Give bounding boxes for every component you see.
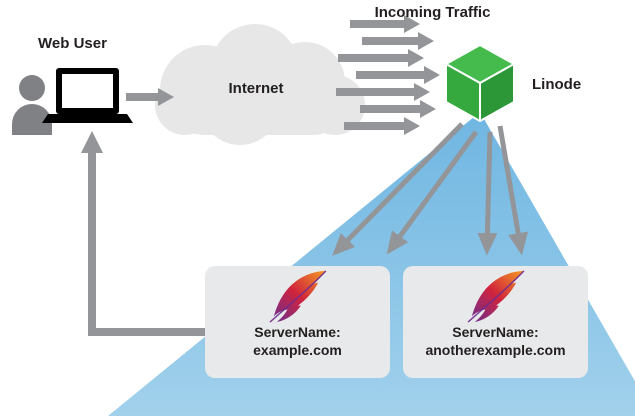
linode-label: Linode xyxy=(532,76,582,93)
server-domain: example.com xyxy=(253,342,342,358)
server-card: ServerName: example.com xyxy=(205,266,390,378)
return-traffic-arrow xyxy=(81,131,206,336)
cloud-icon xyxy=(155,24,365,145)
server-name-label: ServerName: xyxy=(452,324,539,340)
incoming-traffic-label: Incoming Traffic xyxy=(374,4,491,21)
traffic-arrow xyxy=(350,15,420,33)
server-name-label: ServerName: xyxy=(254,324,341,340)
internet-label: Internet xyxy=(228,80,284,97)
fanout-arrow xyxy=(332,122,464,256)
fanout-arrow xyxy=(386,130,479,255)
traffic-arrow xyxy=(336,83,430,101)
traffic-arrow xyxy=(360,100,436,118)
server-domain: anotherexample.com xyxy=(425,342,566,358)
server-card: ServerName: anotherexample.com xyxy=(403,266,588,378)
apache-feather-icon xyxy=(269,270,326,323)
web-user-label: Web User xyxy=(38,35,107,52)
apache-feather-icon xyxy=(467,270,524,323)
user-to-internet-arrow xyxy=(126,88,174,106)
traffic-arrow xyxy=(338,49,424,67)
fanout-arrow xyxy=(477,131,498,256)
fanout-arrow xyxy=(497,125,529,256)
laptop-icon xyxy=(42,68,133,123)
cube-to-server-arrows xyxy=(332,122,529,256)
traffic-arrow xyxy=(356,66,440,84)
linode-cube-icon xyxy=(445,44,515,122)
incoming-traffic-arrows xyxy=(336,15,440,135)
traffic-arrow xyxy=(362,32,434,50)
person-icon xyxy=(12,75,52,135)
traffic-arrow xyxy=(344,117,420,135)
